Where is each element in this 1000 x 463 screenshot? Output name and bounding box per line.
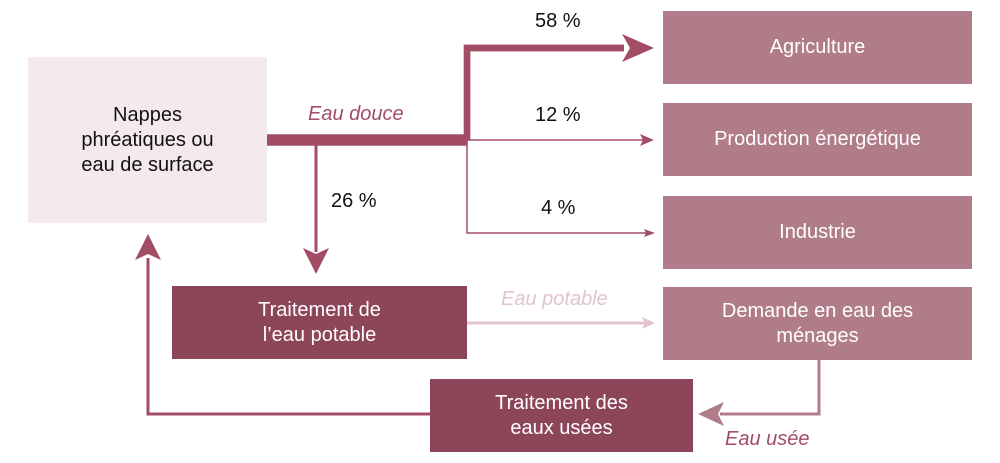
agriculture-flow-arrow — [463, 44, 624, 140]
treatment-percent-label: 26 % — [331, 190, 377, 212]
wastewater-label: Traitement des eaux usées — [495, 391, 628, 439]
energy-arrowhead — [640, 134, 654, 146]
energy-percent-label: 12 % — [535, 104, 581, 126]
return-arrowhead — [135, 234, 161, 260]
agriculture-percent-label: 58 % — [535, 10, 581, 32]
agriculture-label: Agriculture — [769, 36, 866, 58]
industry-percent-label: 4 % — [541, 197, 576, 219]
treatment-arrowhead — [303, 248, 329, 274]
source-label: Nappes phréatiques ou eau de surface — [81, 103, 214, 176]
households-box: Demande en eau des ménages — [663, 287, 972, 360]
households-label: Demande en eau des ménages — [721, 299, 914, 347]
energy-box: Production énergétique — [663, 103, 972, 176]
used-water-arrowhead — [698, 402, 724, 426]
industry-box: Industrie — [663, 196, 972, 269]
wastewater-box: Traitement des eaux usées — [430, 379, 693, 452]
agriculture-box: Agriculture — [663, 11, 972, 84]
industry-flow-arrow — [466, 140, 647, 234]
industry-arrowhead — [644, 229, 655, 237]
source-box: Nappes phréatiques ou eau de surface — [28, 57, 267, 223]
fresh-water-label: Eau douce — [308, 103, 404, 125]
treatment-box: Traitement de l’eau potable — [172, 286, 467, 359]
used-water-arrow — [720, 359, 821, 416]
energy-label: Production énergétique — [714, 128, 921, 150]
potable-water-label: Eau potable — [501, 288, 608, 310]
agriculture-arrowhead — [622, 34, 654, 62]
industry-label: Industrie — [779, 221, 856, 243]
potable-water-arrowhead — [642, 317, 655, 329]
used-water-label: Eau usée — [725, 428, 810, 450]
return-flow-arrow — [146, 258, 430, 416]
treatment-label: Traitement de l’eau potable — [258, 298, 381, 346]
